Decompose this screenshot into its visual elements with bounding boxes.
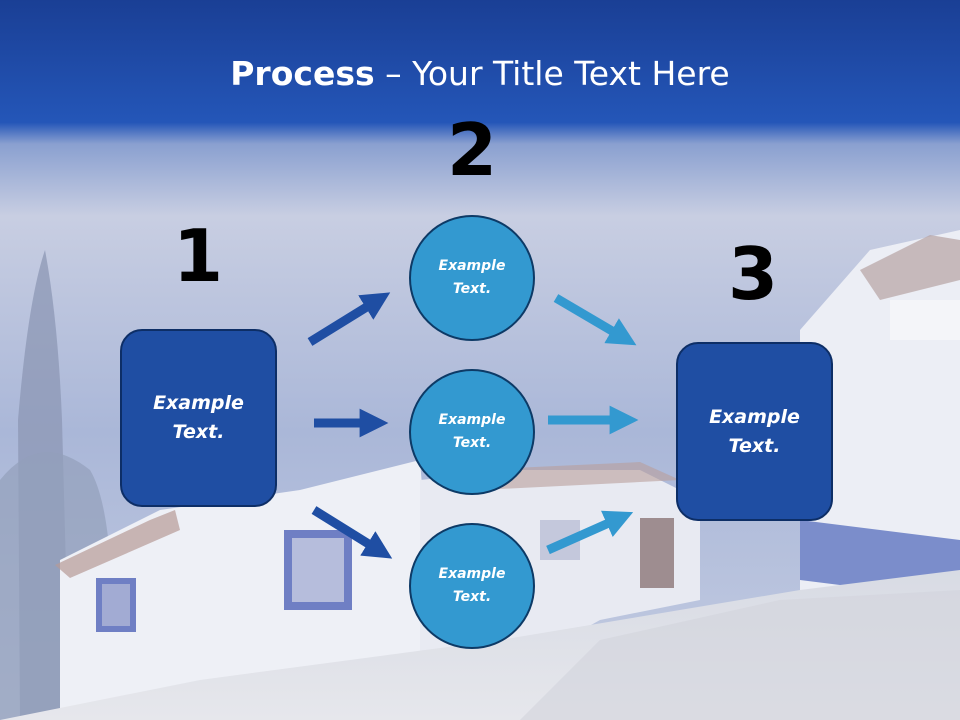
slide-title: Process – Your Title Text Here <box>0 50 960 98</box>
process-circle-2-text: Example Text. <box>438 412 506 451</box>
arrow-from-circle-3 <box>546 510 634 555</box>
process-box-end: Example Text. <box>676 342 833 521</box>
title-rest: – Your Title Text Here <box>374 54 730 93</box>
step-number-3: 3 <box>727 232 779 316</box>
process-box-end-text: Example Text. <box>709 405 800 457</box>
arrow-from-circle-1 <box>553 294 637 346</box>
title-bold: Process <box>230 54 375 93</box>
process-circle-1-text: Example Text. <box>438 258 506 297</box>
process-box-start-text: Example Text. <box>153 392 244 443</box>
process-circle-1: Example Text. <box>409 215 535 341</box>
step-number-1: 1 <box>172 214 224 298</box>
process-circle-3-text: Example Text. <box>438 566 506 605</box>
process-circle-2: Example Text. <box>409 369 535 495</box>
step-number-2: 2 <box>446 108 498 192</box>
arrow-to-circle-1 <box>307 292 391 346</box>
process-box-start: Example Text. <box>120 329 277 507</box>
process-circle-3: Example Text. <box>409 523 535 649</box>
arrow-to-circle-3 <box>311 506 393 559</box>
